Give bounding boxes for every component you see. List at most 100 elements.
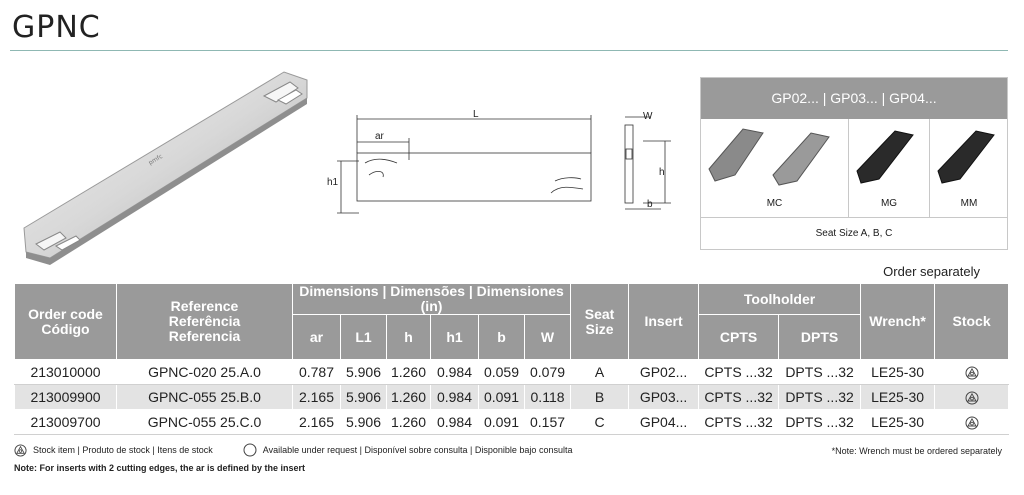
- inserts-note: Note: For inserts with 2 cutting edges, …: [14, 463, 306, 473]
- header-toolholder: Toolholder: [698, 283, 862, 315]
- header-reference: Reference Referência Referencia: [116, 283, 293, 360]
- insert-mm-label: MM: [960, 198, 978, 209]
- cell-b: 0.059: [478, 359, 525, 385]
- cell-wrench: LE25-30: [860, 384, 936, 410]
- cell-seat: C: [570, 409, 630, 435]
- cell-seat: B: [570, 384, 630, 410]
- cell-h: 1.260: [386, 359, 431, 385]
- header-seat-size: Seat Size: [570, 283, 630, 360]
- cell-dpts: DPTS ...32: [778, 409, 862, 435]
- cell-stock: [934, 409, 1010, 435]
- legend: Stock item | Produto de stock | Itens de…: [14, 443, 572, 457]
- cell-order-code: 213009700: [14, 409, 117, 435]
- cell-h1: 0.984: [430, 384, 479, 410]
- dim-ar-label: ar: [375, 131, 385, 142]
- header-dim-ar: ar: [292, 314, 341, 360]
- header-dimensions: Dimensions | Dimensões | Dimensiones (in…: [291, 283, 572, 315]
- header-dim-h1: h1: [430, 314, 479, 360]
- header-order-code-en: Order code: [28, 305, 103, 322]
- insert-mg-image: [856, 130, 914, 184]
- stock-item-icon: [14, 443, 27, 457]
- cell-dpts: DPTS ...32: [778, 359, 862, 385]
- header-order-code: Order code Código: [14, 283, 117, 360]
- insert-mc-image: [708, 128, 830, 186]
- cell-insert: GP02...: [628, 359, 700, 385]
- cell-wrench: LE25-30: [860, 409, 936, 435]
- insert-mg-label: MG: [880, 198, 898, 209]
- cell-cpts: CPTS ...32: [698, 384, 780, 410]
- wrench-note: *Note: Wrench must be ordered separately: [831, 446, 1002, 456]
- legend-available-text: Available under request | Disponível sob…: [262, 445, 573, 455]
- dim-h1-label: h1: [327, 177, 339, 188]
- insert-mc-label: MC: [766, 198, 783, 209]
- table-row: 213009900 GPNC-055 25.B.0 2.165 5.906 1.…: [14, 384, 1010, 410]
- header-dim-h: h: [386, 314, 431, 360]
- dim-b-label: b: [647, 199, 653, 210]
- cell-W: 0.157: [523, 409, 572, 435]
- dim-W-label: W: [643, 111, 653, 122]
- cell-insert: GP03...: [628, 384, 700, 410]
- header-dim-W: W: [523, 314, 572, 360]
- cell-cpts: CPTS ...32: [698, 359, 780, 385]
- cell-h1: 0.984: [430, 359, 479, 385]
- table-row: 213010000 GPNC-020 25.A.0 0.787 5.906 1.…: [14, 359, 1010, 385]
- dimension-drawing: L ar W h1 h b: [327, 109, 671, 214]
- cell-ar: 2.165: [292, 409, 341, 435]
- header-size: Size: [585, 320, 614, 337]
- header-dim-b: b: [478, 314, 525, 360]
- cell-dpts: DPTS ...32: [778, 384, 862, 410]
- insert-mg-cell: MG: [849, 119, 930, 217]
- order-separately-label: Order separately: [883, 264, 980, 279]
- header-reference-es: Referencia: [168, 328, 241, 344]
- page-title: GPNC: [12, 10, 101, 45]
- insert-mm-image: [937, 130, 995, 184]
- cell-order-code: 213010000: [14, 359, 117, 385]
- insert-panel-header: GP02... | GP03... | GP04...: [701, 78, 1007, 119]
- cell-L1: 5.906: [340, 384, 387, 410]
- cell-cpts: CPTS ...32: [698, 409, 780, 435]
- cell-seat: A: [570, 359, 630, 385]
- cell-W: 0.118: [523, 384, 572, 410]
- blade-image: pmfc: [23, 71, 308, 265]
- header-wrench: Wrench*: [860, 283, 936, 360]
- cell-L1: 5.906: [340, 409, 387, 435]
- insert-panel-footer: Seat Size A, B, C: [815, 228, 893, 239]
- header-order-code-pt: Código: [41, 320, 90, 337]
- insert-panel: GP02... | GP03... | GP04... MC MG MM Sea…: [700, 77, 1008, 250]
- stock-item-icon: [965, 416, 979, 430]
- cell-wrench: LE25-30: [860, 359, 936, 385]
- cell-ar: 0.787: [292, 359, 341, 385]
- cell-reference: GPNC-020 25.A.0: [116, 359, 293, 385]
- cell-stock: [934, 359, 1010, 385]
- cell-W: 0.079: [523, 359, 572, 385]
- title-divider: [10, 50, 1008, 51]
- header-dpts: DPTS: [778, 314, 862, 360]
- legend-stock-text: Stock item | Produto de stock | Itens de…: [33, 445, 213, 455]
- header-reference-en: Reference: [170, 298, 239, 314]
- insert-mc-cell: MC: [701, 119, 849, 217]
- stock-item-icon: [965, 391, 979, 405]
- product-table: Order code Código Reference Referência R…: [14, 283, 1010, 435]
- cell-reference: GPNC-055 25.B.0: [116, 384, 293, 410]
- header-dim-L1: L1: [340, 314, 387, 360]
- table-row: 213009700 GPNC-055 25.C.0 2.165 5.906 1.…: [14, 409, 1010, 435]
- cell-order-code: 213009900: [14, 384, 117, 410]
- header-stock: Stock: [934, 283, 1010, 360]
- stock-item-icon: [965, 366, 979, 380]
- cell-insert: GP04...: [628, 409, 700, 435]
- cell-h: 1.260: [386, 384, 431, 410]
- cell-ar: 2.165: [292, 384, 341, 410]
- cell-b: 0.091: [478, 409, 525, 435]
- cell-stock: [934, 384, 1010, 410]
- cell-h1: 0.984: [430, 409, 479, 435]
- cell-h: 1.260: [386, 409, 431, 435]
- cell-b: 0.091: [478, 384, 525, 410]
- header-cpts: CPTS: [698, 314, 780, 360]
- header-insert: Insert: [628, 283, 700, 360]
- header-seat: Seat: [584, 305, 615, 322]
- header-reference-pt: Referência: [168, 313, 241, 329]
- insert-mm-cell: MM: [930, 119, 1008, 217]
- cell-reference: GPNC-055 25.C.0: [116, 409, 293, 435]
- dim-L-label: L: [473, 109, 479, 120]
- cell-L1: 5.906: [340, 359, 387, 385]
